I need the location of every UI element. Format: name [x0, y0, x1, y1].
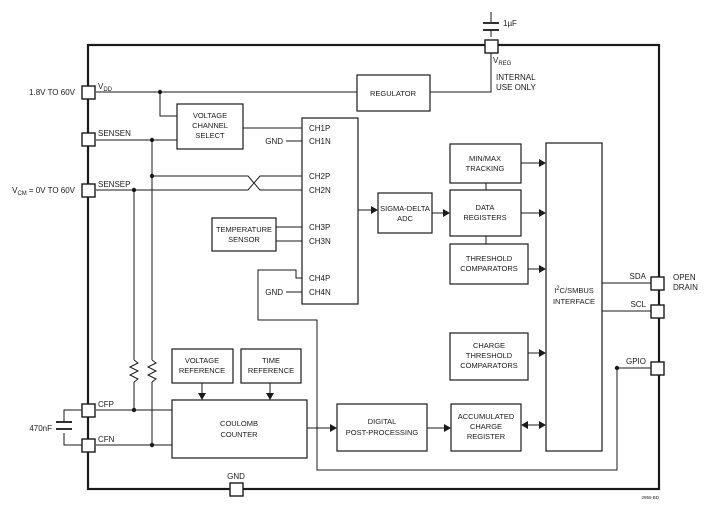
min-max-label-1: MIN/MAX	[469, 154, 501, 163]
voltage-reference-label-2: REFERENCE	[179, 366, 225, 375]
voltage-channel-select-label-2: CHANNEL	[192, 121, 228, 130]
mux-ch1n: CH1N	[309, 137, 331, 146]
cf-capacitor-value: 470nF	[29, 424, 52, 433]
min-max-tracking-block	[449, 143, 522, 184]
charge-threshold-label-3: COMPARATORS	[460, 361, 518, 370]
pin-cfp-label: CFP	[98, 400, 114, 409]
figure-id: 2959 BD	[641, 495, 659, 500]
charge-threshold-comparators-block	[449, 332, 529, 381]
sigma-delta-adc-block	[377, 192, 433, 234]
mux-ch3p: CH3P	[309, 223, 330, 232]
mux-ch2p: CH2P	[309, 172, 330, 181]
pin-scl	[650, 304, 665, 319]
coulomb-counter-label-2: COUNTER	[220, 430, 258, 439]
ic-package-outline	[86, 43, 661, 491]
pin-vdd-label: VDD	[98, 82, 113, 93]
voltage-reference-label-1: VOLTAGE	[185, 356, 219, 365]
mux-ch4n: CH4N	[309, 288, 331, 297]
data-registers-block	[449, 189, 522, 237]
pin-sda	[650, 276, 665, 291]
time-reference-label-2: REFERENCE	[248, 366, 294, 375]
regulator-label: REGULATOR	[370, 89, 417, 98]
vreg-capacitor-value: 1µF	[503, 19, 517, 28]
coulomb-counter-label-1: COULOMB	[220, 419, 258, 428]
junction-dots	[131, 89, 620, 448]
pin-sensen	[81, 132, 96, 147]
pin-sensen-label: SENSEN	[98, 129, 131, 138]
wiring	[56, 12, 651, 471]
accumulated-charge-register-block	[450, 403, 522, 452]
digital-post-processing-label-2: POST-PROCESSING	[346, 428, 419, 437]
common-mode-range-label: VCM= 0V TO 60V	[12, 186, 76, 197]
vdd-to-voltage-select-wire	[159, 92, 177, 117]
mux-ch1p: CH1P	[309, 124, 330, 133]
mux-ch1n-gnd-label: GND	[265, 137, 283, 146]
digital-post-processing-block	[336, 403, 428, 452]
threshold-comparators-label-2: COMPARATORS	[460, 264, 518, 273]
pin-vreg	[484, 39, 499, 54]
temperature-sensor-label-1: TEMPERATURE	[216, 225, 272, 234]
accumulated-charge-label-1: ACCUMULATED	[458, 412, 515, 421]
charge-threshold-label-2: THRESHOLD	[466, 351, 513, 360]
charge-threshold-label-1: CHARGE	[473, 341, 505, 350]
arrowheads	[198, 159, 546, 432]
accumulated-charge-label-2: CHARGE	[470, 422, 502, 431]
pin-sensep	[81, 183, 96, 198]
voltage-channel-select-label-3: SELECT	[195, 131, 225, 140]
data-registers-label-2: REGISTERS	[463, 213, 506, 222]
i2c-smbus-interface-block	[545, 142, 603, 452]
supply-range-label: 1.8V TO 60V	[29, 88, 76, 97]
coulomb-counter-block	[171, 399, 308, 459]
time-reference-label-1: TIME	[262, 356, 280, 365]
open-drain-label-line2: DRAIN	[673, 283, 698, 292]
pin-gnd	[229, 482, 244, 497]
threshold-comparators-label-1: THRESHOLD	[466, 254, 513, 263]
adc-label-1: SIGMA-DELTA	[380, 204, 430, 213]
pin-cfp	[81, 403, 96, 418]
data-registers-label-1: DATA	[476, 203, 495, 212]
input-multiplexer-block	[301, 117, 359, 305]
accumulated-charge-label-3: REGISTER	[467, 432, 506, 441]
voltage-channel-select-label-1: VOLTAGE	[193, 111, 227, 120]
temperature-sensor-label-2: SENSOR	[228, 235, 260, 244]
i2c-interface-label-1: I2C/SMBUS	[554, 286, 594, 295]
pin-gpio	[650, 361, 665, 376]
mux-ch4n-gnd-label: GND	[265, 288, 283, 297]
digital-post-processing-label-1: DIGITAL	[368, 417, 397, 426]
pin-cfn	[81, 438, 96, 453]
mux-ch4p: CH4P	[309, 274, 330, 283]
mux-ch3n: CH3N	[309, 237, 331, 246]
pin-sensep-label: SENSEP	[98, 180, 130, 189]
pin-sda-label: SDA	[630, 272, 647, 281]
i2c-interface-label-2: INTERFACE	[553, 297, 595, 306]
adc-label-2: ADC	[397, 214, 413, 223]
open-drain-label-line1: OPEN	[673, 273, 696, 282]
internal-use-label-line2: USE ONLY	[496, 83, 537, 92]
voltage-channel-select-block	[176, 103, 244, 150]
regulator-block	[356, 74, 431, 112]
voltage-reference-block	[171, 348, 234, 384]
pin-scl-label: SCL	[630, 300, 646, 309]
pin-gnd-label: GND	[227, 472, 245, 481]
pin-vreg-label: VREG	[493, 56, 512, 67]
pin-vdd	[81, 85, 96, 100]
temperature-sensor-block	[211, 217, 277, 252]
internal-use-label-line1: INTERNAL	[496, 73, 536, 82]
threshold-comparators-block	[449, 243, 529, 285]
min-max-label-2: TRACKING	[466, 164, 505, 173]
mux-ch2n: CH2N	[309, 186, 331, 195]
time-reference-block	[240, 348, 302, 384]
pin-gpio-label: GPIO	[626, 357, 646, 366]
pin-cfn-label: CFN	[98, 435, 115, 444]
